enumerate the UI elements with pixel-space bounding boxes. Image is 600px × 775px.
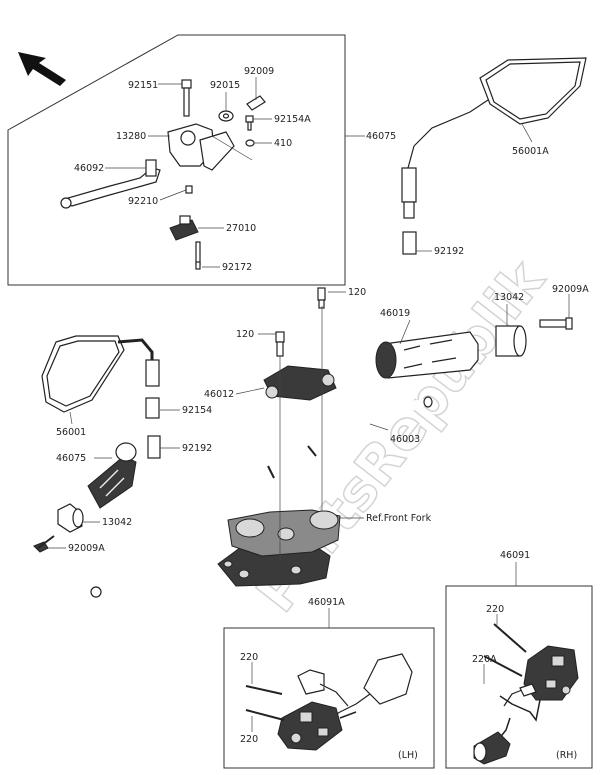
- label-92009: 92009: [244, 66, 274, 77]
- left-leaders: [48, 409, 180, 549]
- label-92015: 92015: [210, 80, 240, 91]
- label-92151: 92151: [128, 80, 158, 91]
- label-410: 410: [274, 138, 292, 149]
- lh-switch-frame: [223, 627, 435, 769]
- right-grip-assembly: [317, 287, 573, 379]
- handlebar-clamp: [263, 331, 337, 401]
- label-27010: 27010: [226, 223, 256, 234]
- label-120-top: 120: [348, 287, 366, 298]
- lever-assembly-frame: [7, 34, 346, 286]
- rh-switch-frame: [445, 585, 593, 769]
- label-46003: 46003: [390, 434, 420, 445]
- label-56001a: 56001A: [512, 146, 549, 157]
- label-46075-left: 46075: [56, 453, 86, 464]
- label-46012: 46012: [204, 389, 234, 400]
- label-13042-right: 13042: [494, 292, 524, 303]
- label-92172: 92172: [222, 262, 252, 273]
- label-220-rh: 220: [486, 604, 504, 615]
- front-fork-triple-clamp: [217, 509, 341, 587]
- lever-leaders: [105, 77, 365, 268]
- label-lh: (LH): [398, 750, 418, 761]
- label-46091: 46091: [500, 550, 530, 561]
- part-labels: 92151 92015 92009 92154A 410 13280 46075…: [56, 66, 589, 761]
- label-46019: 46019: [380, 308, 410, 319]
- label-92192-left: 92192: [182, 443, 212, 454]
- label-120-mid: 120: [236, 329, 254, 340]
- centre-leaders: [235, 123, 570, 560]
- label-92009a-left: 92009A: [68, 543, 105, 554]
- label-ref-front-fork: Ref.Front Fork: [366, 513, 432, 524]
- right-mirror: [401, 57, 587, 255]
- label-220a: 220A: [472, 654, 497, 665]
- label-46091a: 46091A: [308, 597, 345, 608]
- clutch-lever-assembly: [60, 79, 266, 270]
- label-13042-left: 13042: [102, 517, 132, 528]
- label-13280: 13280: [116, 131, 146, 142]
- label-220-lh-bottom: 220: [240, 734, 258, 745]
- label-92192-right: 92192: [434, 246, 464, 257]
- rh-switch-assembly: [473, 623, 579, 765]
- label-46092: 46092: [74, 163, 104, 174]
- left-mirror: [41, 335, 161, 459]
- label-rh: (RH): [556, 750, 577, 761]
- label-92210: 92210: [128, 196, 158, 207]
- lh-switch-assembly: [245, 653, 413, 751]
- label-92154: 92154: [182, 405, 212, 416]
- label-92009a-right: 92009A: [552, 284, 589, 295]
- label-56001: 56001: [56, 427, 86, 438]
- left-grip-assembly: [33, 442, 137, 553]
- direction-arrow-icon: [18, 52, 66, 86]
- label-46075-top: 46075: [366, 131, 396, 142]
- label-220-lh-top: 220: [240, 652, 258, 663]
- label-92154a: 92154A: [274, 114, 311, 125]
